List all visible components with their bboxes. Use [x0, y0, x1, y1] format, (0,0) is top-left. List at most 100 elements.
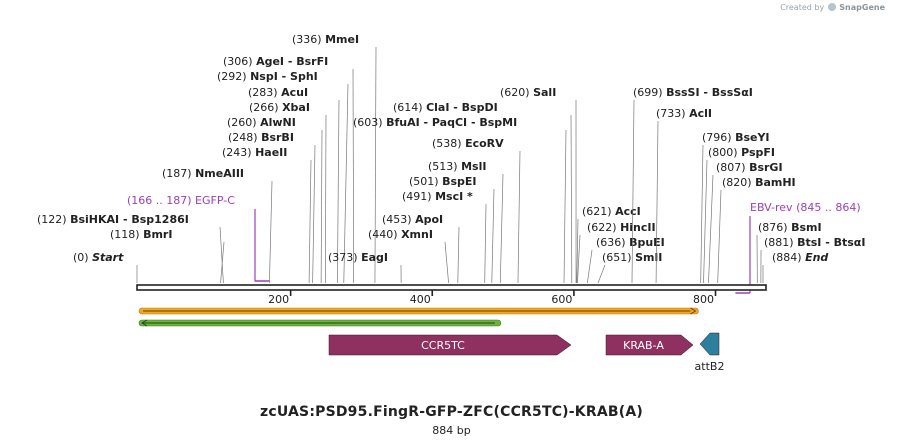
site-leader-line [703, 159, 708, 284]
site-position: (260) [227, 116, 260, 129]
site-leader-line [320, 129, 323, 284]
site-name: BamHI [755, 176, 796, 189]
site-label-acui[interactable]: (283) AcuI [248, 86, 308, 99]
site-position: (292) [217, 70, 250, 83]
site-label-haeii[interactable]: (243) HaeII [222, 146, 287, 159]
site-label-bmri[interactable]: (118) BmrI [110, 228, 172, 241]
site-name: End [805, 251, 828, 264]
site-leader-line [631, 99, 635, 284]
site-name: AlwNI [260, 116, 296, 129]
site-label-msci[interactable]: (491) MscI * [402, 190, 473, 203]
site-label-bsrbi[interactable]: (248) BsrBI [228, 131, 294, 144]
site-position: (622) [587, 221, 620, 234]
site-label-btsi-bts-i[interactable]: (881) BtsI - BtsαI [764, 236, 865, 249]
site-label-nmeaiii[interactable]: (187) NmeAIII [162, 167, 244, 180]
site-name: BsrGI [749, 161, 782, 174]
site-label-eagi[interactable]: (373) EagI [328, 251, 388, 264]
site-name: Start [92, 251, 124, 264]
site-leader-line [708, 174, 714, 284]
site-label-start[interactable]: (0) Start [73, 251, 124, 264]
site-name: BfuAI - PaqCI - BspMI [386, 116, 517, 129]
site-label-xbai[interactable]: (266) XbaI [249, 101, 310, 114]
site-leader-line [312, 144, 316, 284]
site-position: (266) [249, 101, 282, 114]
site-name: AccI [615, 205, 641, 218]
site-label-mmei[interactable]: (336) MmeI [292, 33, 359, 46]
site-name: PspFI [741, 146, 775, 159]
site-position: (513) [428, 160, 461, 173]
site-label-bspei[interactable]: (501) BspEI [409, 175, 477, 188]
site-leader-line [444, 241, 449, 284]
site-leader-line [570, 114, 573, 284]
site-label-xmni[interactable]: (440) XmnI [368, 228, 433, 241]
site-name: MmeI [325, 33, 359, 46]
site-label-alwni[interactable]: (260) AlwNI [227, 116, 296, 129]
site-label-bsssi-bsss-i[interactable]: (699) BssSI - BssSαI [633, 86, 753, 99]
site-label-pspfi[interactable]: (800) PspFI [708, 146, 775, 159]
site-label-bpuei[interactable]: (636) BpuEI [596, 236, 665, 249]
site-label-agei-bsrfi[interactable]: (306) AgeI - BsrFI [223, 55, 328, 68]
site-name: BpuEI [629, 236, 665, 249]
site-name: EagI [361, 251, 388, 264]
site-name: XbaI [282, 101, 310, 114]
site-name: HaeII [255, 146, 287, 159]
site-label-bsihkai-bsp1286i[interactable]: (122) BsiHKAI - Bsp1286I [37, 213, 189, 226]
site-label-nspi-sphi[interactable]: (292) NspI - SphI [217, 70, 318, 83]
site-position: (603) [353, 116, 386, 129]
site-label-msli[interactable]: (513) MslI [428, 160, 486, 173]
site-position: (733) [656, 107, 689, 120]
construct-title: zcUAS:PSD95.FingR-GFP-ZFC(CCR5TC)-KRAB(A… [260, 404, 643, 420]
site-name: EcoRV [465, 137, 504, 150]
site-label-smli[interactable]: (651) SmlI [602, 251, 662, 264]
site-label-acli[interactable]: (733) AclI [656, 107, 712, 120]
site-position: (453) [382, 213, 415, 226]
site-leader-line [587, 249, 593, 284]
site-name: BsrBI [261, 131, 294, 144]
site-label-bfuai-paqci-bspmi[interactable]: (603) BfuAI - PaqCI - BspMI [353, 116, 517, 129]
site-position: (283) [248, 86, 281, 99]
feature-arrow-krab-a[interactable] [605, 334, 694, 356]
site-label-bamhi[interactable]: (820) BamHI [722, 176, 796, 189]
site-name: SalI [533, 86, 556, 99]
primer-label-egfp-c[interactable]: (166 .. 187) EGFP-C [127, 194, 235, 207]
site-leader-line [491, 188, 495, 284]
ruler-tick-label: 400 [410, 293, 431, 306]
site-position: (306) [223, 55, 256, 68]
feature-label-krab-a: KRAB-A [623, 339, 664, 352]
feature-arrow-ccr5tc[interactable] [328, 334, 572, 356]
site-leader-line [337, 99, 340, 284]
site-name: BseYI [735, 131, 769, 144]
site-position: (118) [110, 228, 143, 241]
site-label-bsrgi[interactable]: (807) BsrGI [716, 161, 783, 174]
site-label-ecorv[interactable]: (538) EcoRV [432, 137, 504, 150]
feature-arrow-attb2[interactable] [699, 332, 720, 356]
snapgene-logo-icon [827, 3, 836, 11]
ruler-tick-label: 600 [551, 293, 572, 306]
site-leader-line [577, 234, 581, 284]
site-label-acci[interactable]: (621) AccI [582, 205, 641, 218]
site-leader-line [700, 144, 704, 284]
site-label-bseyi[interactable]: (796) BseYI [702, 131, 770, 144]
site-leader-line [269, 180, 273, 284]
site-name: AgeI - BsrFI [256, 55, 328, 68]
site-position: (699) [633, 86, 666, 99]
site-label-apoi[interactable]: (453) ApoI [382, 213, 443, 226]
feature-label-ccr5tc: CCR5TC [421, 339, 465, 352]
site-label-bsmi[interactable]: (876) BsmI [758, 221, 822, 234]
site-label-hincii[interactable]: (622) HincII [587, 221, 656, 234]
site-label-clai-bspdi[interactable]: (614) ClaI - BspDI [393, 101, 498, 114]
primer-label-ebv-rev[interactable]: EBV-rev (845 .. 864) [750, 201, 861, 214]
site-label-sali[interactable]: (620) SalI [500, 86, 556, 99]
orf-forward-arrowhead [690, 307, 697, 315]
credit-prefix: Created by [780, 3, 825, 12]
site-position: (336) [292, 33, 325, 46]
site-name: BspEI [442, 175, 476, 188]
site-position: (820) [722, 176, 755, 189]
site-leader-line [352, 68, 355, 284]
credit-brand: SnapGene [839, 3, 885, 12]
site-leader-line [343, 83, 349, 284]
site-label-end[interactable]: (884) End [772, 251, 828, 264]
site-name: MslI [461, 160, 486, 173]
site-position: (491) [402, 190, 435, 203]
